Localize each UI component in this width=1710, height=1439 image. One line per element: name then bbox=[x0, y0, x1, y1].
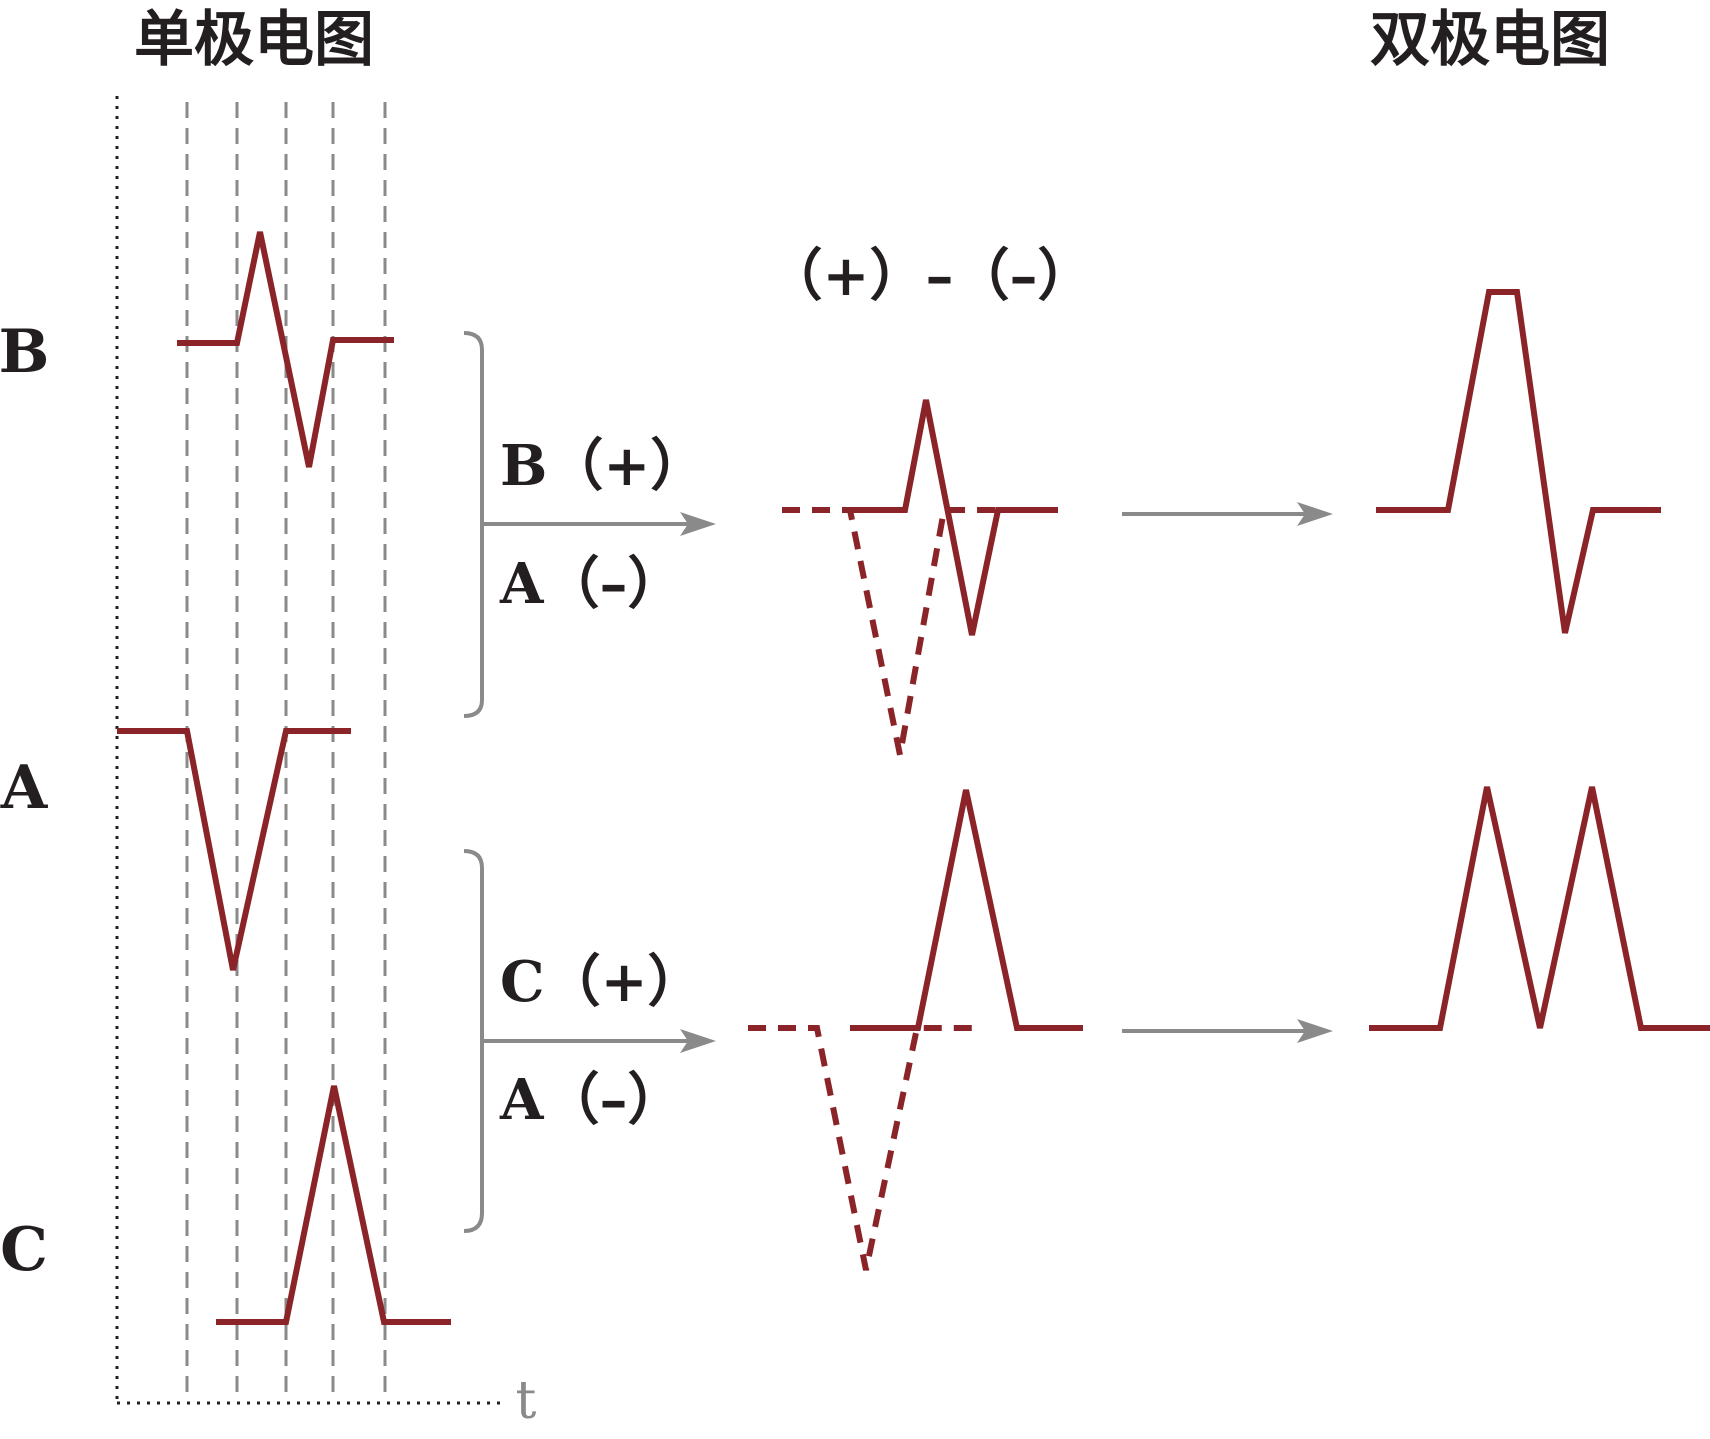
middle-top-b-waveform bbox=[850, 399, 1058, 636]
lead-c-label: C bbox=[0, 1215, 48, 1285]
bottom-plus-label: C（+） bbox=[500, 949, 704, 1015]
unipolar-c-waveform bbox=[216, 1085, 451, 1325]
bottom-output-arrow bbox=[1122, 1019, 1333, 1043]
middle-bottom-c-waveform bbox=[850, 789, 1083, 1031]
subtraction-formula: （+）–（–） bbox=[767, 243, 1094, 309]
time-axis-label: t bbox=[516, 1371, 537, 1431]
bipolar-ba-waveform bbox=[1376, 289, 1661, 634]
bottom-minus-label: A（–） bbox=[499, 1067, 683, 1133]
unipolar-a-waveform bbox=[117, 728, 351, 971]
bipolar-ca-waveform bbox=[1369, 786, 1710, 1031]
bottom-input-arrow bbox=[482, 1029, 716, 1053]
lead-a-label: A bbox=[0, 753, 49, 823]
middle-top-a-inverted-waveform bbox=[782, 507, 1000, 756]
unipolar-title: 单极电图 bbox=[134, 5, 374, 75]
unipolar-b-waveform bbox=[177, 231, 394, 468]
bipolar-title: 双极电图 bbox=[1370, 5, 1610, 75]
bottom-bracket bbox=[463, 849, 484, 1233]
top-bracket bbox=[463, 331, 484, 718]
top-output-arrow bbox=[1122, 502, 1333, 526]
middle-bottom-a-inverted-waveform bbox=[748, 1025, 980, 1271]
top-plus-label: B（+） bbox=[500, 433, 706, 499]
top-input-arrow bbox=[482, 512, 716, 536]
time-guides bbox=[185, 102, 387, 1400]
top-minus-label: A（–） bbox=[499, 551, 683, 617]
lead-b-label: B bbox=[0, 317, 49, 387]
